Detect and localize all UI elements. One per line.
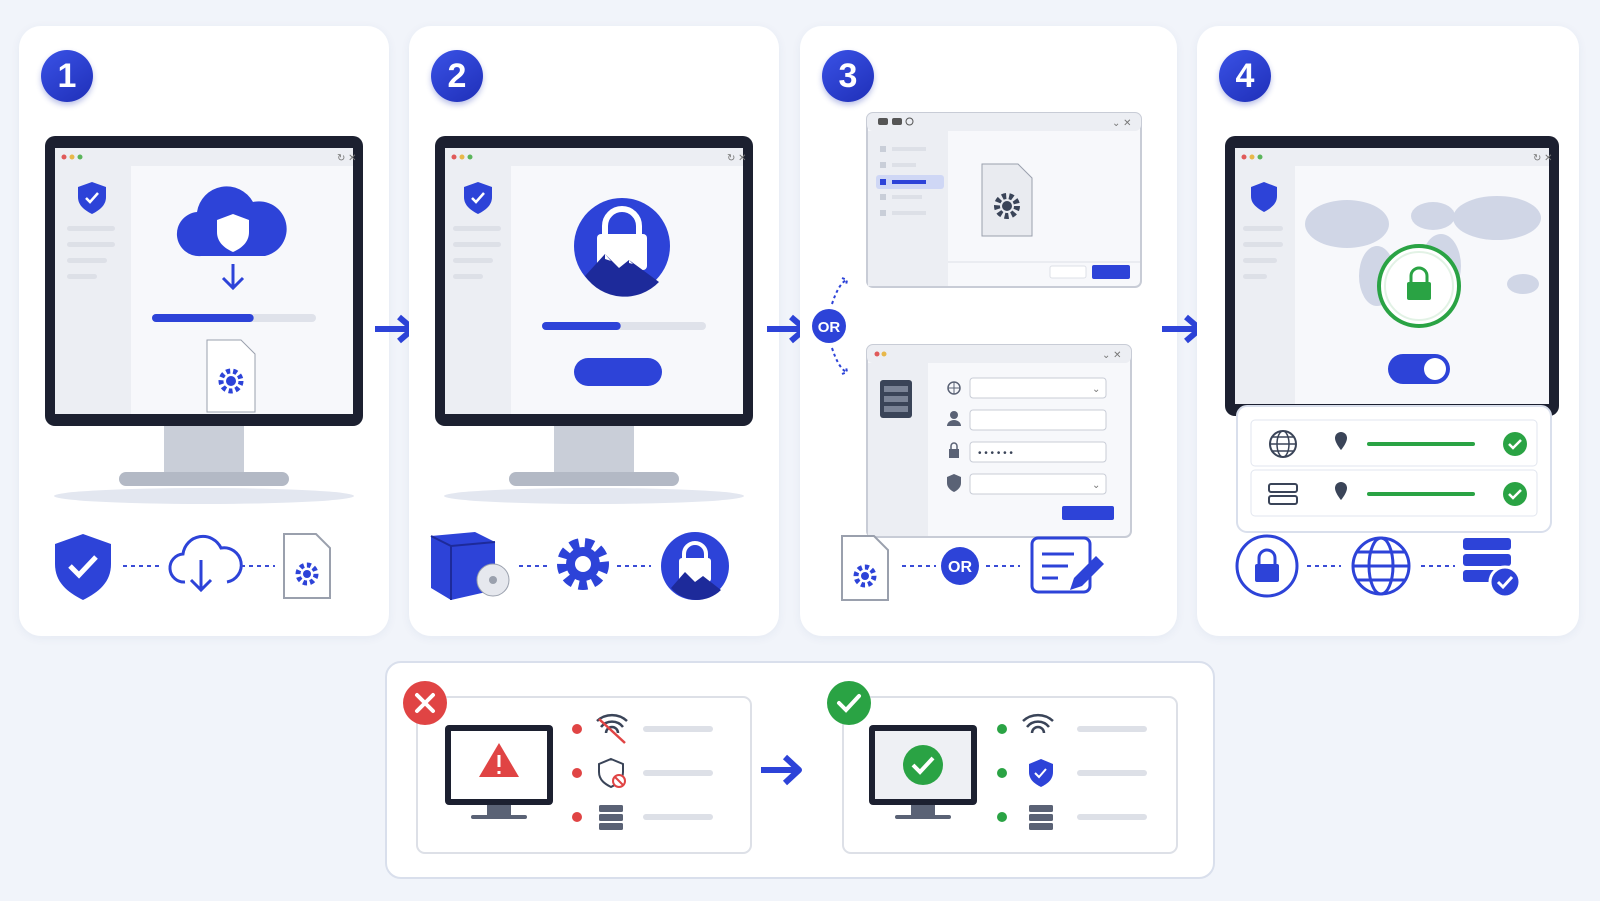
- success-badge: [827, 681, 871, 725]
- step-1-icon-row: [19, 526, 389, 606]
- step-3-panel: 3 ⌄ ✕ OR ⌄ ✕ ⌄: [800, 26, 1177, 636]
- step-4-icon-row: [1197, 526, 1579, 606]
- step-4-panel: 4 ↻ ✕: [1197, 26, 1579, 636]
- server-icon: [599, 805, 623, 830]
- install-monitor: ↻ ✕: [435, 136, 753, 504]
- step-number-1: 1: [41, 50, 93, 102]
- shield-check-icon: [55, 534, 111, 600]
- globe-icon: [1351, 536, 1411, 596]
- svg-text:↻ ✕: ↻ ✕: [337, 153, 357, 164]
- svg-text:↻ ✕: ↻ ✕: [727, 153, 747, 164]
- globe-icon: [1269, 430, 1297, 458]
- edit-form-icon: [1030, 536, 1104, 594]
- vpn-app-icon: [661, 532, 729, 600]
- warning-monitor: [445, 725, 553, 819]
- troubleshoot-comparison: [385, 661, 1215, 879]
- wifi-off-icon: [596, 713, 628, 744]
- svg-text:↻ ✕: ↻ ✕: [1533, 153, 1553, 164]
- manual-config-window: ⌄ ✕ ⌄ • • • • • • ⌄: [866, 344, 1132, 538]
- server-icon: [1268, 483, 1298, 505]
- step-3-icon-row: OR: [800, 526, 1177, 606]
- step-number-4: 4: [1219, 50, 1271, 102]
- step-number-2: 2: [431, 50, 483, 102]
- password-mask: • • • • • •: [978, 448, 1013, 459]
- or-connector: OR: [812, 277, 849, 375]
- download-monitor: ↻ ✕: [45, 136, 363, 504]
- svg-text:⌄ ✕: ⌄ ✕: [1102, 350, 1122, 361]
- connected-monitor: ↻ ✕: [1225, 136, 1559, 533]
- success-monitor: [869, 725, 977, 819]
- before-state-card: [403, 681, 752, 854]
- or-badge: [941, 547, 979, 585]
- or-badge-label: OR: [948, 559, 972, 576]
- after-state-card: [827, 681, 1178, 854]
- lock-circle-icon: [1235, 534, 1299, 598]
- shield-check-icon: [1029, 759, 1053, 787]
- software-box-icon: [430, 532, 510, 600]
- cloud-download-icon: [168, 534, 243, 593]
- step-2-icon-row: [409, 526, 779, 606]
- settings-file-icon: [841, 535, 889, 601]
- gear-icon: [557, 538, 609, 590]
- svg-text:⌄: ⌄: [1092, 384, 1100, 395]
- comparison-arrow: [761, 754, 802, 786]
- step-number-3: 3: [822, 50, 874, 102]
- svg-text:⌄: ⌄: [1092, 480, 1100, 491]
- config-import-window: ⌄ ✕: [866, 112, 1142, 288]
- or-label: OR: [818, 319, 841, 336]
- shield-blocked-icon: [598, 757, 626, 789]
- wifi-icon: [1022, 713, 1054, 734]
- settings-file-icon: [283, 533, 331, 599]
- server-icon: [1029, 805, 1053, 830]
- svg-text:⌄ ✕: ⌄ ✕: [1112, 118, 1132, 129]
- step-1-panel: 1 ↻ ✕: [19, 26, 389, 636]
- server-check-icon: [1463, 538, 1522, 599]
- step-2-panel: 2 ↻ ✕: [409, 26, 779, 636]
